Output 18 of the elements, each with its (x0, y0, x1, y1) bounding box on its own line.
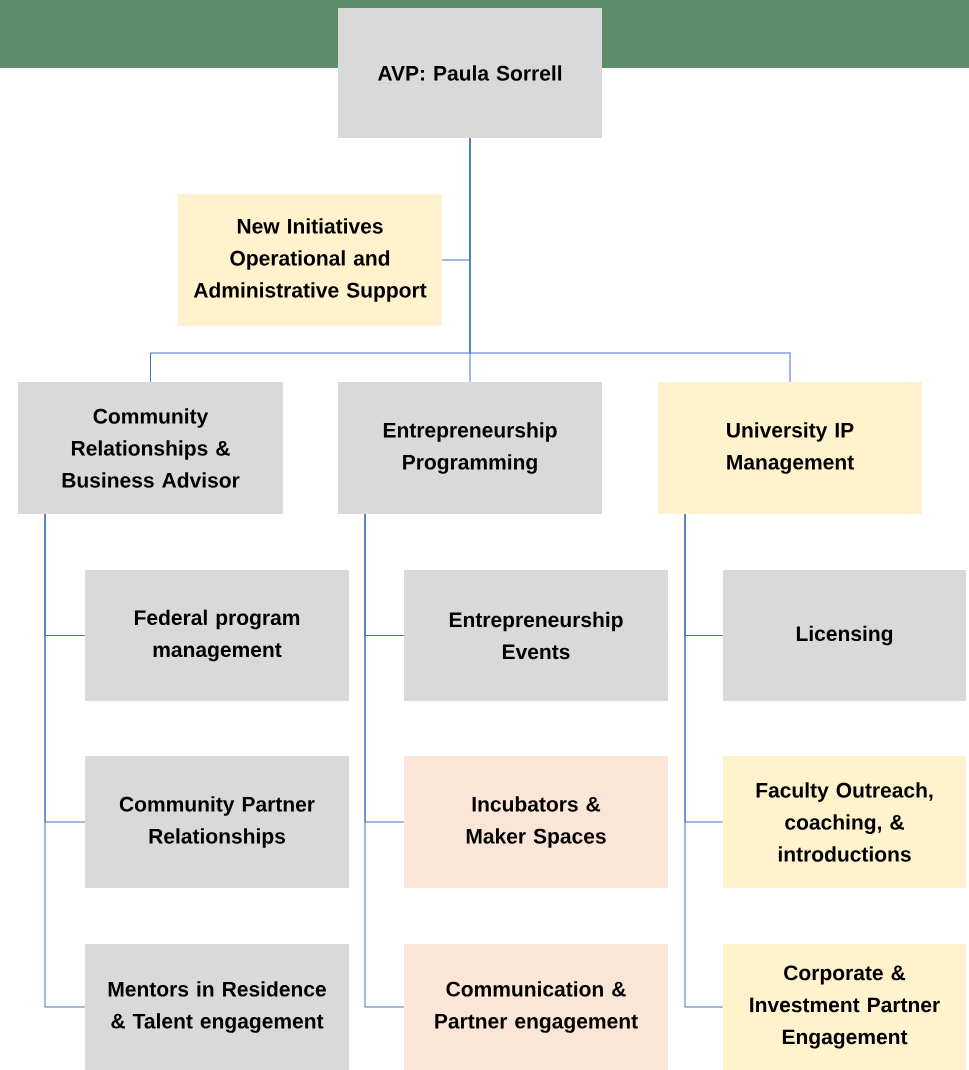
org-box: Licensing (723, 570, 966, 701)
org-box: Entrepreneurship Events (404, 570, 668, 701)
org-box: Corporate & Investment Partner Engagement (723, 944, 966, 1070)
org-box: University IP Management (658, 382, 922, 514)
org-box: Community Relationships & Business Advisor (18, 382, 283, 514)
org-box: Entrepreneurship Programming (338, 382, 602, 514)
connector-line (684, 513, 724, 1008)
org-box: Communication & Partner engagement (404, 944, 668, 1070)
org-box: Community Partner Relationships (85, 756, 349, 888)
org-box: Mentors in Residence & Talent engagement (85, 944, 349, 1070)
org-box: Incubators & Maker Spaces (404, 756, 668, 888)
connector-line (364, 513, 405, 1008)
org-box: AVP: Paula Sorrell (338, 8, 602, 138)
connector-line (469, 137, 791, 383)
connector-line (44, 513, 86, 1008)
org-box: Federal program management (85, 570, 349, 701)
org-box: New Initiatives Operational and Administrative Support (178, 194, 442, 326)
org-box: Faculty Outreach, coaching, & introductions (723, 756, 966, 888)
